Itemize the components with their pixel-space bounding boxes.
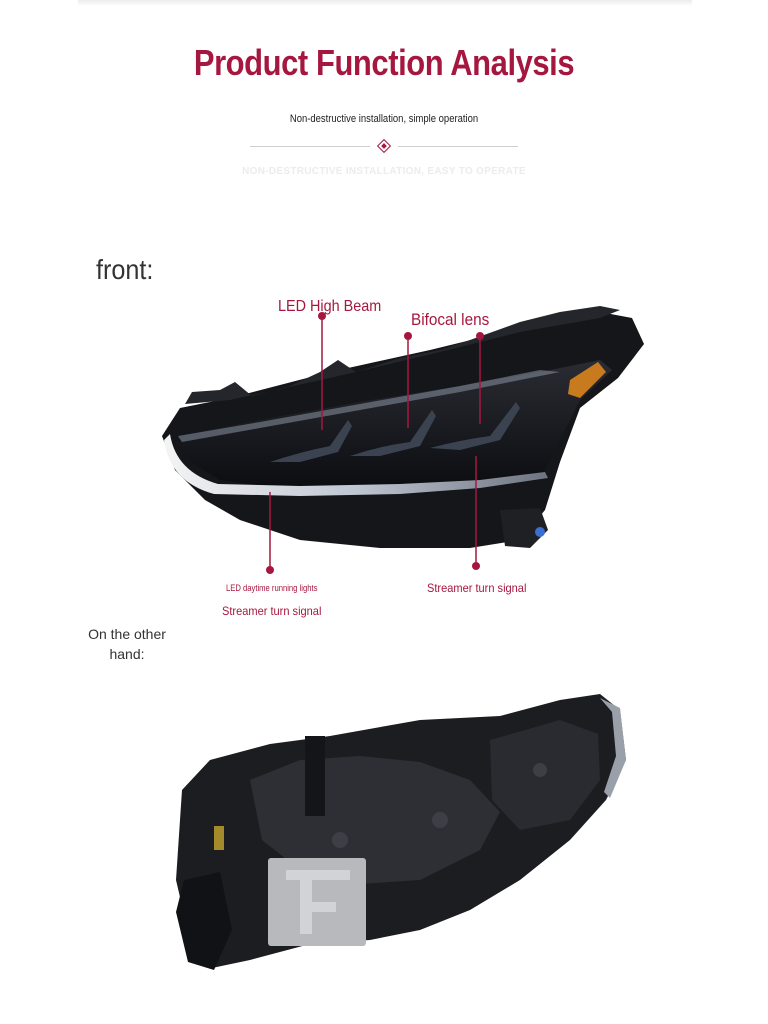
back-heading: On the other hand:	[88, 626, 166, 662]
front-heading: front:	[96, 254, 154, 285]
drl-light-strip	[164, 434, 548, 496]
rear-bulb-cover	[490, 720, 600, 830]
callout-streamer-turn-right: Streamer turn signal	[427, 581, 527, 595]
callout-led-drl: LED daytime running lights	[226, 583, 318, 593]
ghost-subtitle: NON-DESTRUCTIVE INSTALLATION, EASY TO OP…	[242, 166, 526, 177]
divider-line-right	[398, 146, 518, 147]
projector-module-2	[350, 410, 436, 456]
wire-connector	[214, 826, 224, 850]
rear-bracket-left	[176, 872, 232, 970]
callout-led-high-beam: LED High Beam	[278, 298, 382, 315]
callout-bifocal-lens: Bifocal lens	[411, 310, 490, 329]
page-title: Product Function Analysis	[193, 42, 575, 83]
drl-top-strip	[178, 370, 560, 442]
ballast-emboss	[286, 870, 350, 934]
top-shade	[78, 0, 692, 6]
rear-screw-3	[533, 763, 547, 777]
callout-streamer-turn-left: Streamer turn signal	[222, 604, 322, 618]
headlight-top-mounts	[185, 306, 620, 404]
divider-line-left	[250, 146, 370, 147]
rear-screw-2	[332, 832, 348, 848]
headlight-lower-bracket	[500, 508, 548, 548]
callout-leaders	[266, 312, 484, 574]
page-subtitle: Non-destructive installation, simple ope…	[289, 113, 479, 125]
projector-module-3	[430, 402, 520, 450]
rear-lens-edge	[600, 698, 626, 798]
title-divider	[250, 138, 518, 154]
rear-mount-post	[305, 736, 325, 816]
amber-reflector	[568, 362, 606, 398]
connector-dot	[535, 527, 545, 537]
projector-module-1	[270, 420, 352, 462]
rear-screw-1	[432, 812, 448, 828]
